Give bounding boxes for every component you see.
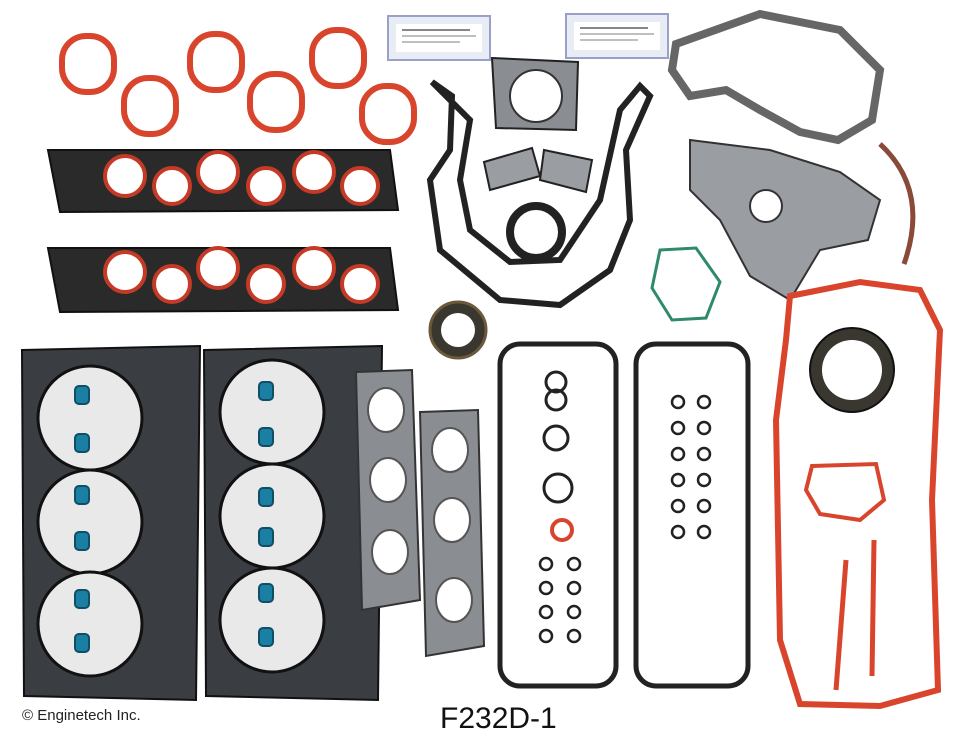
intake-ring-gaskets — [59, 27, 417, 145]
intake-manifold-gasket-upper — [46, 149, 400, 214]
rear-seal-arc — [878, 142, 916, 265]
timing-cover-gasket — [426, 79, 654, 309]
dipstick-tube-seals — [833, 539, 877, 691]
copyright-text: © Enginetech Inc. — [22, 707, 141, 724]
valve-cover-gasket-right — [633, 341, 751, 689]
water-pump-gasket-upper — [667, 9, 885, 145]
oil-pan-gasket — [772, 278, 944, 710]
oil-pump-pickup-gasket — [803, 461, 887, 523]
valve-cover-gasket-left — [497, 341, 619, 689]
water-pump-gasket-lower — [689, 138, 882, 302]
sealant-packets — [387, 13, 669, 61]
head-gasket-right — [202, 344, 384, 702]
part-number-label: F232D-1 — [440, 702, 557, 735]
throttle-body-gasket — [490, 56, 580, 132]
egr-gaskets — [482, 146, 594, 194]
rear-main-seal — [809, 327, 895, 413]
green-o-ring — [650, 246, 722, 322]
intake-manifold-gasket-lower — [46, 246, 400, 314]
thermostat-gasket — [506, 202, 566, 262]
head-gasket-left — [20, 344, 202, 702]
front-crank-seal — [428, 300, 488, 360]
